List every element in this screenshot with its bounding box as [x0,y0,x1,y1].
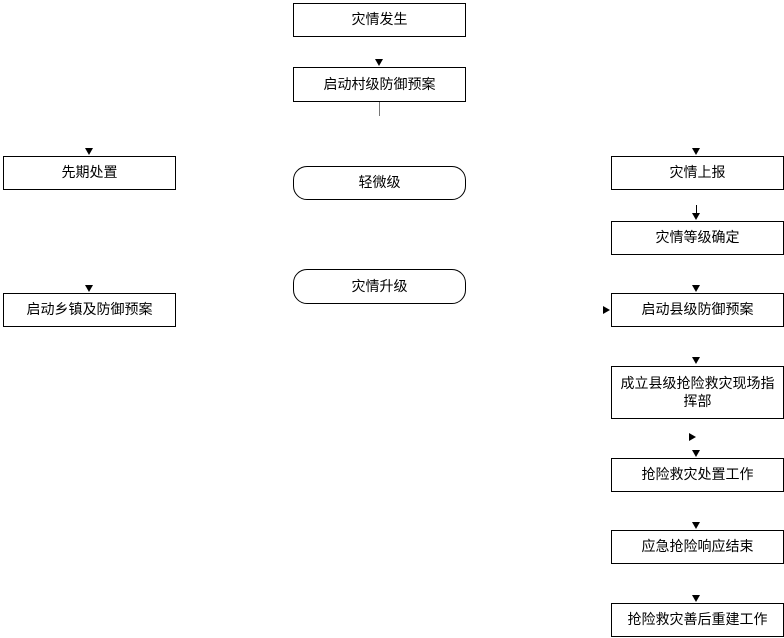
node-township-plan: 启动乡镇及防御预案 [3,293,176,327]
node-rebuild: 抢险救灾善后重建工作 [611,603,784,637]
node-label: 灾情等级确定 [655,230,740,246]
node-early-handling: 先期处置 [3,156,176,190]
arrow-down-icon [692,285,700,292]
arrow-down-icon [85,148,93,155]
node-label: 灾情上报 [669,165,726,181]
node-label: 启动县级防御预案 [641,302,754,318]
node-disaster-occurs: 灾情发生 [293,3,466,37]
arrow-down-icon [692,522,700,529]
node-label: 灾情发生 [351,12,408,28]
node-village-plan: 启动村级防御预案 [293,67,466,102]
node-label: 启动村级防御预案 [323,76,436,93]
node-response-end: 应急抢险响应结束 [611,530,784,564]
connector-line [379,102,380,116]
node-command-post: 成立县级抢险救灾现场指挥部 [611,366,784,419]
arrow-down-icon [85,285,93,292]
node-county-plan: 启动县级防御预案 [611,293,784,327]
arrow-down-icon [375,59,383,66]
node-label: 轻微级 [358,175,401,191]
arrow-down-icon [692,148,700,155]
node-rescue-work: 抢险救灾处置工作 [611,458,784,492]
connector-line [696,205,697,213]
node-escalation: 灾情升级 [293,269,466,304]
node-label: 启动乡镇及防御预案 [26,302,153,318]
arrow-down-icon [692,450,700,457]
node-label: 抢险救灾善后重建工作 [627,612,768,628]
arrow-right-icon [603,306,610,314]
node-level-confirm: 灾情等级确定 [611,221,784,255]
arrow-down-icon [692,595,700,602]
node-label: 灾情升级 [351,278,408,295]
node-label: 抢险救灾处置工作 [641,467,754,483]
node-label: 应急抢险响应结束 [641,539,754,555]
arrow-down-icon [692,357,700,364]
node-minor-level: 轻微级 [293,166,466,200]
node-label: 先期处置 [61,165,118,181]
arrow-down-icon [692,213,700,220]
arrow-right-icon [689,433,696,441]
node-report: 灾情上报 [611,156,784,190]
node-label: 成立县级抢险救灾现场指挥部 [620,375,775,410]
